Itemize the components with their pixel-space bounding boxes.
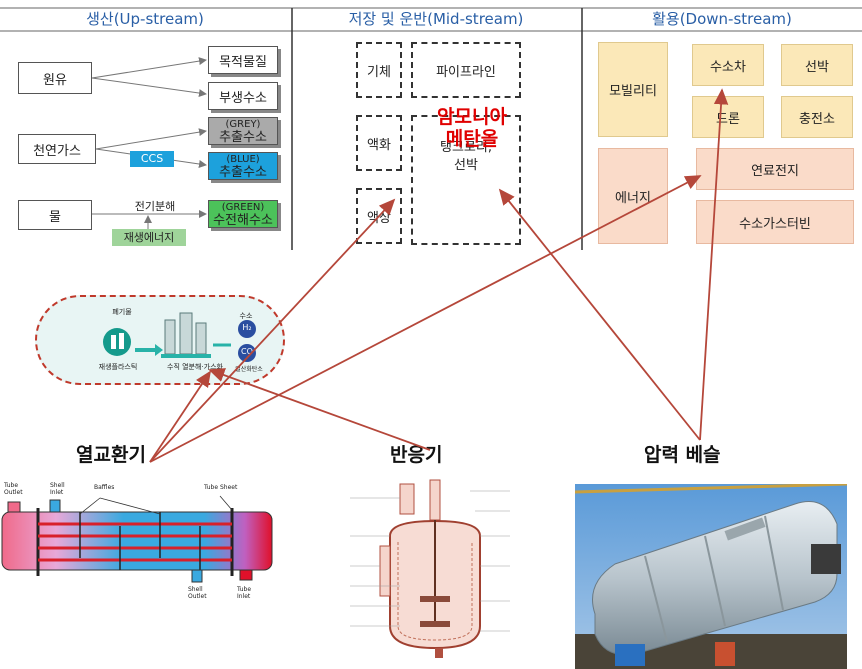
- waste-label: 폐기물: [112, 308, 132, 316]
- co-text-label: 일산화탄소: [235, 366, 263, 373]
- charging-station-box: 충전소: [781, 96, 853, 138]
- shell-inlet-label: Shell Inlet: [50, 482, 65, 496]
- reactor-illustration: [350, 479, 510, 658]
- hydrogen-car-box: 수소차: [692, 44, 764, 86]
- blue-hydrogen-label: 추출수소: [219, 165, 267, 180]
- ship-label: 선박: [454, 158, 478, 173]
- renewable-badge: 재생에너지: [112, 229, 186, 246]
- green-tag: (GREEN): [221, 202, 265, 213]
- downstream-header: 활용(Down-stream): [652, 10, 792, 28]
- h2-icon: [238, 320, 256, 338]
- upstream-header: 생산(Up-stream): [86, 10, 204, 28]
- ammonia-label: 암모니아: [437, 106, 507, 128]
- tube-sheet-label: Tube Sheet: [204, 484, 238, 491]
- green-hydrogen-label: 수전해수소: [213, 213, 273, 228]
- pressure-vessel-title: 압력 베슬: [644, 444, 721, 466]
- co-icon: [238, 344, 256, 362]
- grey-hydrogen-label: 추출수소: [219, 130, 267, 145]
- target-material-box: 목적물질: [208, 46, 278, 74]
- hydrogen-gas-turbine-box: 수소가스터빈: [696, 200, 854, 244]
- tank-lorry-label: 탱크로리,: [440, 140, 492, 155]
- co-label: CO: [241, 347, 253, 356]
- hydrogen-label: 수소: [239, 312, 253, 320]
- energy-box: 에너지: [598, 148, 668, 244]
- methanol-label: 메탄올: [445, 128, 499, 150]
- ccs-badge: CCS: [130, 151, 174, 167]
- h2-label: H₂: [242, 323, 252, 332]
- blue-hydrogen-box: (BLUE) 추출수소: [208, 152, 278, 180]
- gasification-label: 수직 열분해·가스화: [167, 363, 223, 371]
- grey-hydrogen-box: (GREY) 추출수소: [208, 117, 278, 145]
- natural-gas-box: 천연가스: [18, 134, 96, 164]
- byproduct-hydrogen-box: 부생수소: [208, 82, 278, 110]
- tube-inlet-label: Tube Inlet: [237, 586, 252, 600]
- crude-oil-box: 원유: [18, 62, 92, 94]
- heat-exchanger-illustration: [1, 495, 273, 583]
- gasification-process-panel: [35, 295, 285, 385]
- mobility-box: 모빌리티: [598, 42, 668, 137]
- ship-box: 선박: [781, 44, 853, 86]
- gasification-process-illustration: [103, 312, 256, 362]
- pipeline-box: 파이프라인: [411, 42, 521, 98]
- gas-box: 기체: [356, 42, 402, 98]
- pressure-vessel-photo: [575, 484, 847, 669]
- electrolysis-label: 전기분해: [134, 200, 176, 213]
- blue-tag: (BLUE): [226, 154, 260, 165]
- fuel-cell-box: 연료전지: [696, 148, 854, 190]
- green-hydrogen-box: (GREEN) 수전해수소: [208, 200, 278, 228]
- grey-tag: (GREY): [225, 119, 261, 130]
- liquefaction-box: 액화: [356, 115, 402, 171]
- shell-outlet-label: Shell Outlet: [188, 586, 207, 600]
- liquid-carrier-box: 탱크로리, 선박: [411, 115, 521, 245]
- carrier-highlight: 암모니아 메탄올: [420, 106, 524, 150]
- water-box: 물: [18, 200, 92, 230]
- baffles-label: Baffles: [94, 484, 115, 491]
- midstream-header: 저장 및 운반(Mid-stream): [348, 10, 524, 28]
- tube-outlet-label: Tube Outlet: [4, 482, 23, 496]
- heat-exchanger-title: 열교환기: [76, 444, 146, 466]
- recycled-plastic-label: 재생플라스틱: [98, 363, 138, 371]
